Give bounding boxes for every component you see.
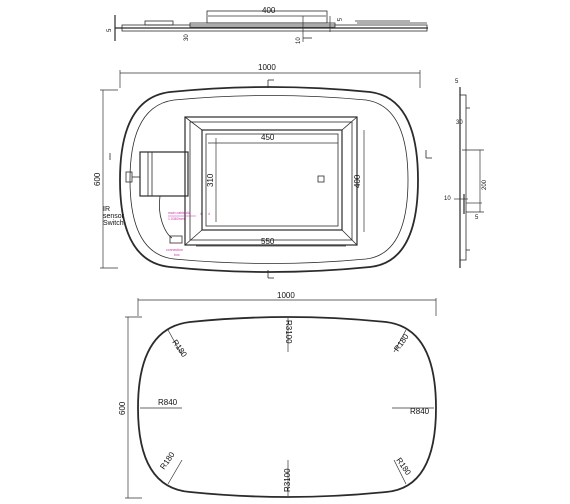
r-right: R840 xyxy=(410,407,430,416)
r-left: R840 xyxy=(158,398,178,407)
side-dim-5: 5 xyxy=(475,215,479,221)
r-top-center: R3100 xyxy=(284,320,293,344)
r-top-left: R180 xyxy=(170,338,189,359)
side-dim-top: 5 xyxy=(455,79,459,85)
front-dim-inner-left: 310 xyxy=(206,173,215,187)
front-dim-inner-right: 400 xyxy=(353,174,362,188)
front-dim-inner-bottom: 550 xyxy=(261,237,275,246)
ir-label-1: IR xyxy=(103,206,110,213)
ir-label-3: Switch xyxy=(103,220,124,227)
bottom-dim-width: 1000 xyxy=(277,291,295,300)
note-main-cable: main cable dia xyxy=(168,211,191,215)
note-connection: connection xyxy=(166,248,183,252)
side-view: 5 30 200 10 5 xyxy=(444,79,488,268)
front-dim-inner-top: 450 xyxy=(261,133,275,142)
top-dim-depth: 5 xyxy=(335,18,341,22)
r-top-right: R180 xyxy=(392,332,411,353)
note-marker-a: 4 xyxy=(200,212,202,216)
note-cable-dia: 1.0360mm xyxy=(168,217,185,221)
front-dim-height: 600 xyxy=(93,172,102,186)
note-marker-b: 4 xyxy=(208,212,210,216)
r-bottom-center: R3100 xyxy=(283,468,292,492)
top-dim-offset: 30 xyxy=(184,34,190,41)
front-dim-width: 1000 xyxy=(258,63,276,72)
top-dim-width: 400 xyxy=(262,6,276,15)
side-dim-10: 10 xyxy=(444,196,451,202)
ir-label-2: sensor xyxy=(103,213,125,220)
front-view: 1000 600 450 550 310 400 xyxy=(93,63,432,279)
top-view: 400 5 5 30 10 xyxy=(107,6,428,44)
note-box: box xyxy=(174,253,180,257)
bottom-view: 1000 600 R3100 R3100 R180 R180 R180 R180… xyxy=(118,291,437,499)
mirror-outline xyxy=(137,316,437,498)
top-dim-left: 5 xyxy=(107,28,113,32)
r-bottom-left: R180 xyxy=(158,450,177,471)
side-dim-30: 30 xyxy=(456,120,463,126)
ir-sensor-switch xyxy=(125,171,133,183)
connection-box xyxy=(169,235,183,244)
side-dim-200: 200 xyxy=(482,179,488,190)
top-dim-small: 10 xyxy=(296,37,302,44)
driver-box xyxy=(139,151,189,197)
bottom-dim-height: 600 xyxy=(118,401,127,415)
sensor-square xyxy=(317,175,325,183)
